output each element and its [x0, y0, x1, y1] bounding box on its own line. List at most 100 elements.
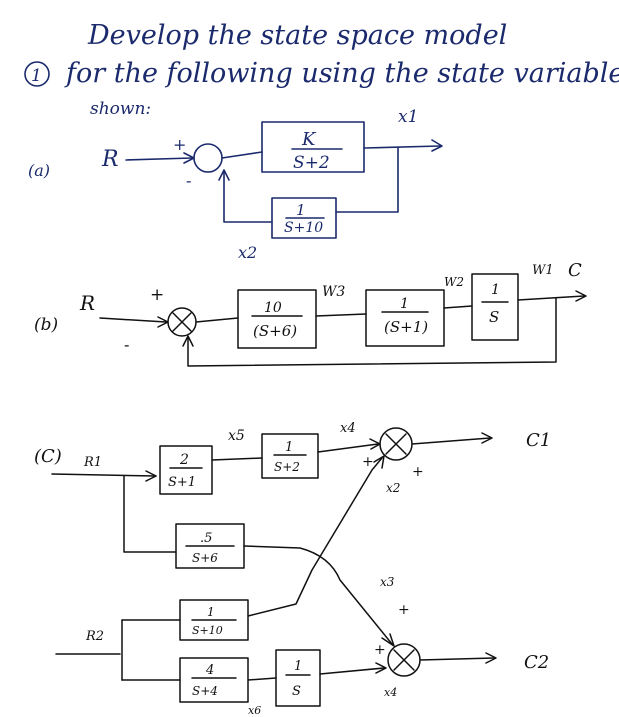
part-b-input-arrow	[99, 317, 167, 323]
part-c-c2: C2	[524, 652, 549, 673]
part-c-junction-2-cross	[393, 649, 415, 671]
part-b-feedback-path	[187, 297, 557, 367]
part-c-block-4	[179, 599, 249, 641]
part-a-output-line	[363, 145, 441, 149]
part-c-label: (C)	[34, 446, 62, 467]
part-b-output: C	[568, 260, 582, 281]
part-c-c1-arrowhead	[481, 432, 493, 444]
part-b-label: (b)	[34, 315, 58, 335]
part-b-line-3	[443, 305, 473, 309]
part-b-block-2-num: 1	[400, 296, 409, 312]
part-b-block-2-den: (S+1)	[384, 318, 428, 336]
part-c-j2-plus-left: +	[374, 642, 386, 658]
part-b-diagram: (b) R + - 10 (S+6) W3 1 (S+1) W2 1 S W1 …	[34, 260, 587, 367]
part-a-forward-block	[261, 121, 365, 173]
part-b-block-1-den: (S+6)	[253, 322, 297, 340]
part-c-block-6-den: S	[292, 684, 301, 699]
part-c-line-6	[319, 667, 385, 675]
header-line1: Develop the state space model	[87, 20, 507, 51]
part-b-plus: +	[150, 285, 164, 305]
part-c-j1-plus-left: +	[362, 454, 374, 470]
part-c-block-4-to-j1	[247, 457, 383, 617]
part-a-feedback-num: 1	[296, 201, 306, 219]
part-c-block-4-arrowhead	[373, 455, 385, 469]
part-b-w1: W1	[532, 263, 554, 278]
part-a-x1: x1	[398, 107, 418, 127]
part-c-r1-line	[51, 473, 157, 477]
part-b-block-3-den: S	[489, 308, 499, 326]
part-a-plus: +	[173, 135, 186, 154]
part-c-block-3-to-j2	[243, 545, 393, 645]
part-a-input-arrow	[125, 157, 193, 161]
part-c-c2-arrowhead	[485, 652, 497, 664]
part-c-block-6	[275, 649, 321, 707]
part-c-block-6-num: 1	[294, 659, 302, 674]
part-b-input: R	[79, 291, 95, 315]
part-a-label: (a)	[28, 161, 50, 180]
part-c-block-1-num: 2	[179, 452, 189, 468]
part-c-line-1	[211, 457, 263, 461]
problem-number-circle	[24, 61, 50, 87]
part-a-forward-num: K	[301, 129, 317, 150]
part-a-input: R	[101, 147, 119, 172]
part-a-diagram: (a) R + - K S+2 x1 1 S+10 x2	[28, 107, 443, 262]
part-b-feedback-arrowhead	[182, 335, 194, 347]
header: 1 Develop the state space model for the …	[24, 20, 619, 119]
part-c-block-5-num: 4	[205, 663, 214, 678]
part-c-block-3-den: S+6	[192, 551, 218, 565]
part-a-feedback-block	[271, 197, 337, 239]
part-c-r1: R1	[83, 455, 102, 470]
header-line2: for the following using the state variab…	[64, 58, 619, 89]
part-c-block-3-arrowhead	[381, 633, 395, 647]
part-a-forward-den: S+2	[293, 153, 330, 173]
header-line3: shown:	[90, 99, 151, 119]
part-c-line-5	[247, 677, 277, 681]
part-c-block-1-den: S+1	[168, 475, 196, 490]
part-c-c1: C1	[526, 430, 551, 451]
part-c-x5: x5	[228, 428, 245, 444]
part-b-w3: W3	[322, 284, 345, 300]
part-b-junction-cross	[172, 312, 192, 332]
part-a-minus: -	[186, 171, 191, 190]
part-c-r1-branch	[123, 475, 177, 553]
part-c-block-2-num: 1	[285, 440, 293, 455]
part-c-c1-line	[411, 437, 491, 445]
part-c-x3: x3	[380, 575, 395, 589]
part-c-x4: x4	[340, 421, 356, 436]
part-c-block-1	[159, 445, 213, 495]
part-c-block-2-den: S+2	[274, 460, 300, 474]
part-c-junction-1-cross	[385, 433, 407, 455]
part-c-c2-line	[419, 657, 495, 661]
part-c-j1-plus-right: +	[412, 464, 424, 480]
part-c-block-2	[261, 433, 319, 479]
part-a-feedback-arrowhead	[218, 169, 230, 181]
part-c-r1-arrowhead	[145, 470, 157, 482]
part-b-line-2	[315, 313, 367, 317]
part-b-block-2	[365, 289, 445, 347]
part-b-block-1	[237, 289, 317, 349]
part-c-x2: x2	[386, 481, 400, 495]
part-b-block-3	[471, 273, 519, 341]
part-c-diagram: (C) R1 2 S+1 x5 1 S+2 x4 + + x2 C1 .5 S+…	[34, 421, 551, 717]
part-b-block-3-num: 1	[491, 282, 500, 298]
part-a-feedback-den: S+10	[284, 220, 323, 236]
part-c-line-2	[317, 443, 379, 453]
part-a-x2: x2	[238, 243, 257, 262]
part-a-feedback-right	[335, 147, 399, 213]
part-c-r2: R2	[85, 629, 104, 644]
part-c-x4-lower: x4	[384, 686, 397, 699]
part-b-output-line	[517, 295, 585, 301]
part-b-output-arrowhead	[575, 290, 587, 302]
part-c-block-4-den: S+10	[192, 624, 223, 637]
part-c-j2-plus-top: +	[398, 602, 410, 618]
part-a-feedback-left	[223, 171, 273, 223]
part-a-output-arrowhead	[431, 139, 443, 152]
part-c-block-5-den: S+4	[192, 684, 218, 698]
part-c-block-4-num: 1	[207, 605, 215, 619]
problem-number: 1	[31, 66, 42, 86]
part-b-minus: -	[124, 335, 129, 354]
part-b-line-1	[195, 317, 239, 323]
part-b-w2: W2	[444, 275, 464, 289]
part-b-block-1-num: 10	[264, 300, 282, 316]
part-a-summing-junction	[193, 143, 223, 173]
